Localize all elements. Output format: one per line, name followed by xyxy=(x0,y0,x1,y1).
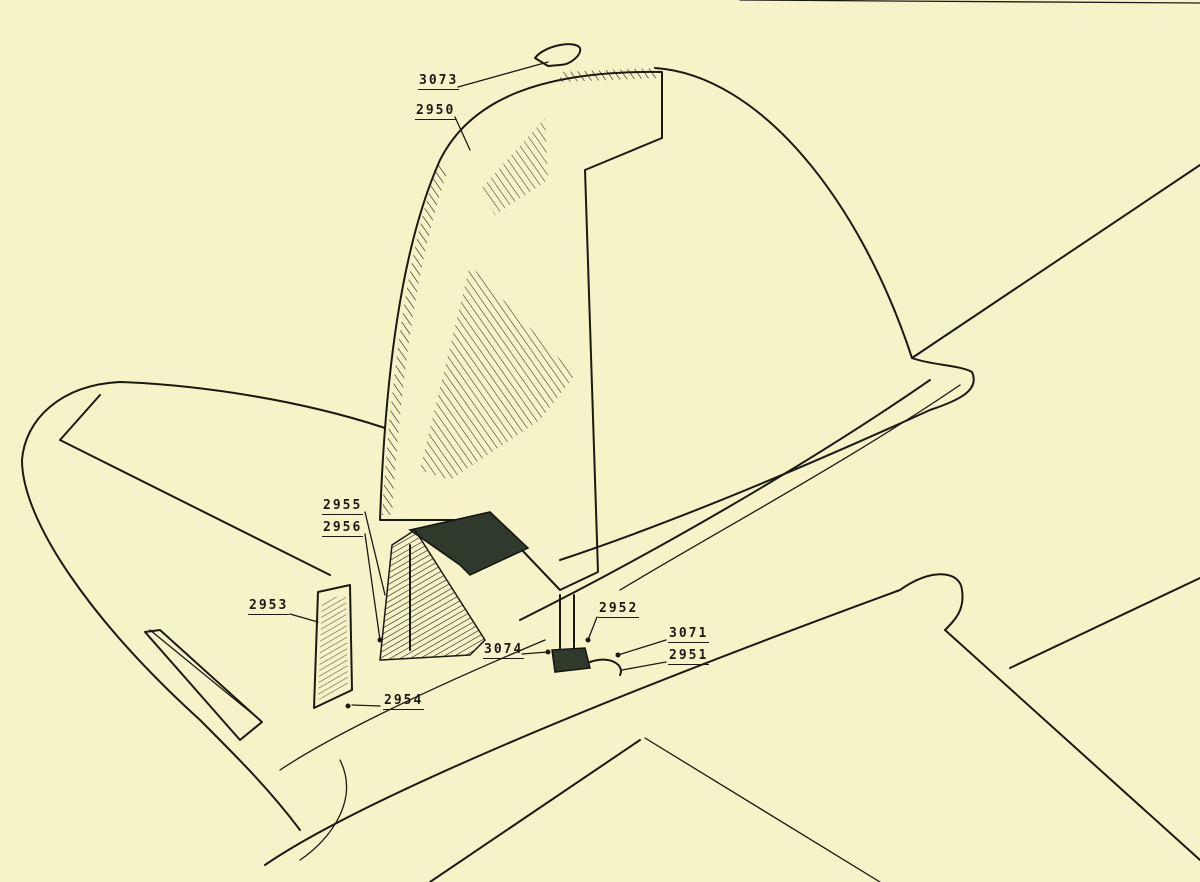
right-elevator-line xyxy=(429,739,641,882)
trim-tab-part xyxy=(313,584,353,709)
rudder-hinge-cavity xyxy=(408,511,530,576)
label-3074: 3074 xyxy=(483,642,525,659)
fuselage-top-line xyxy=(911,164,1200,359)
trim-tab-hatch xyxy=(318,595,348,700)
rudder-shade-middle xyxy=(420,265,575,480)
fuselage-line-3 xyxy=(619,384,961,591)
sheet-top-border xyxy=(739,0,1200,4)
control-horn xyxy=(589,658,622,676)
fuselage-curve-lower xyxy=(299,759,348,861)
hinge-fitting xyxy=(551,647,591,673)
label-2953: 2953 xyxy=(248,598,290,615)
left-stabilizer-inner xyxy=(59,394,331,576)
left-elevator-trailing xyxy=(144,629,263,741)
fuselage-underside xyxy=(279,639,546,771)
rudder-top-hatch xyxy=(560,68,660,82)
label-2950: 2950 xyxy=(415,103,457,120)
label-2951: 2951 xyxy=(668,648,710,665)
fuselage-line-2 xyxy=(519,379,931,621)
label-2955: 2955 xyxy=(322,498,364,515)
fin-outline xyxy=(559,67,975,561)
rudder-outline xyxy=(379,70,663,591)
rudder-edge-hatch xyxy=(382,160,448,515)
label-2954: 2954 xyxy=(383,693,425,710)
label-2952: 2952 xyxy=(598,601,640,618)
left-stabilizer-outline xyxy=(21,381,386,831)
screw-2954 xyxy=(345,703,351,709)
label-2956: 2956 xyxy=(322,520,364,537)
right-elevator-hinge xyxy=(644,737,881,882)
right-stabilizer-outline xyxy=(264,573,1200,866)
label-3073: 3073 xyxy=(418,73,460,90)
label-3071: 3071 xyxy=(668,626,710,643)
right-stabilizer-front xyxy=(1009,577,1200,669)
leader-lines xyxy=(289,61,667,707)
rudder-shade-upper xyxy=(480,118,548,215)
balance-weight xyxy=(534,43,582,67)
